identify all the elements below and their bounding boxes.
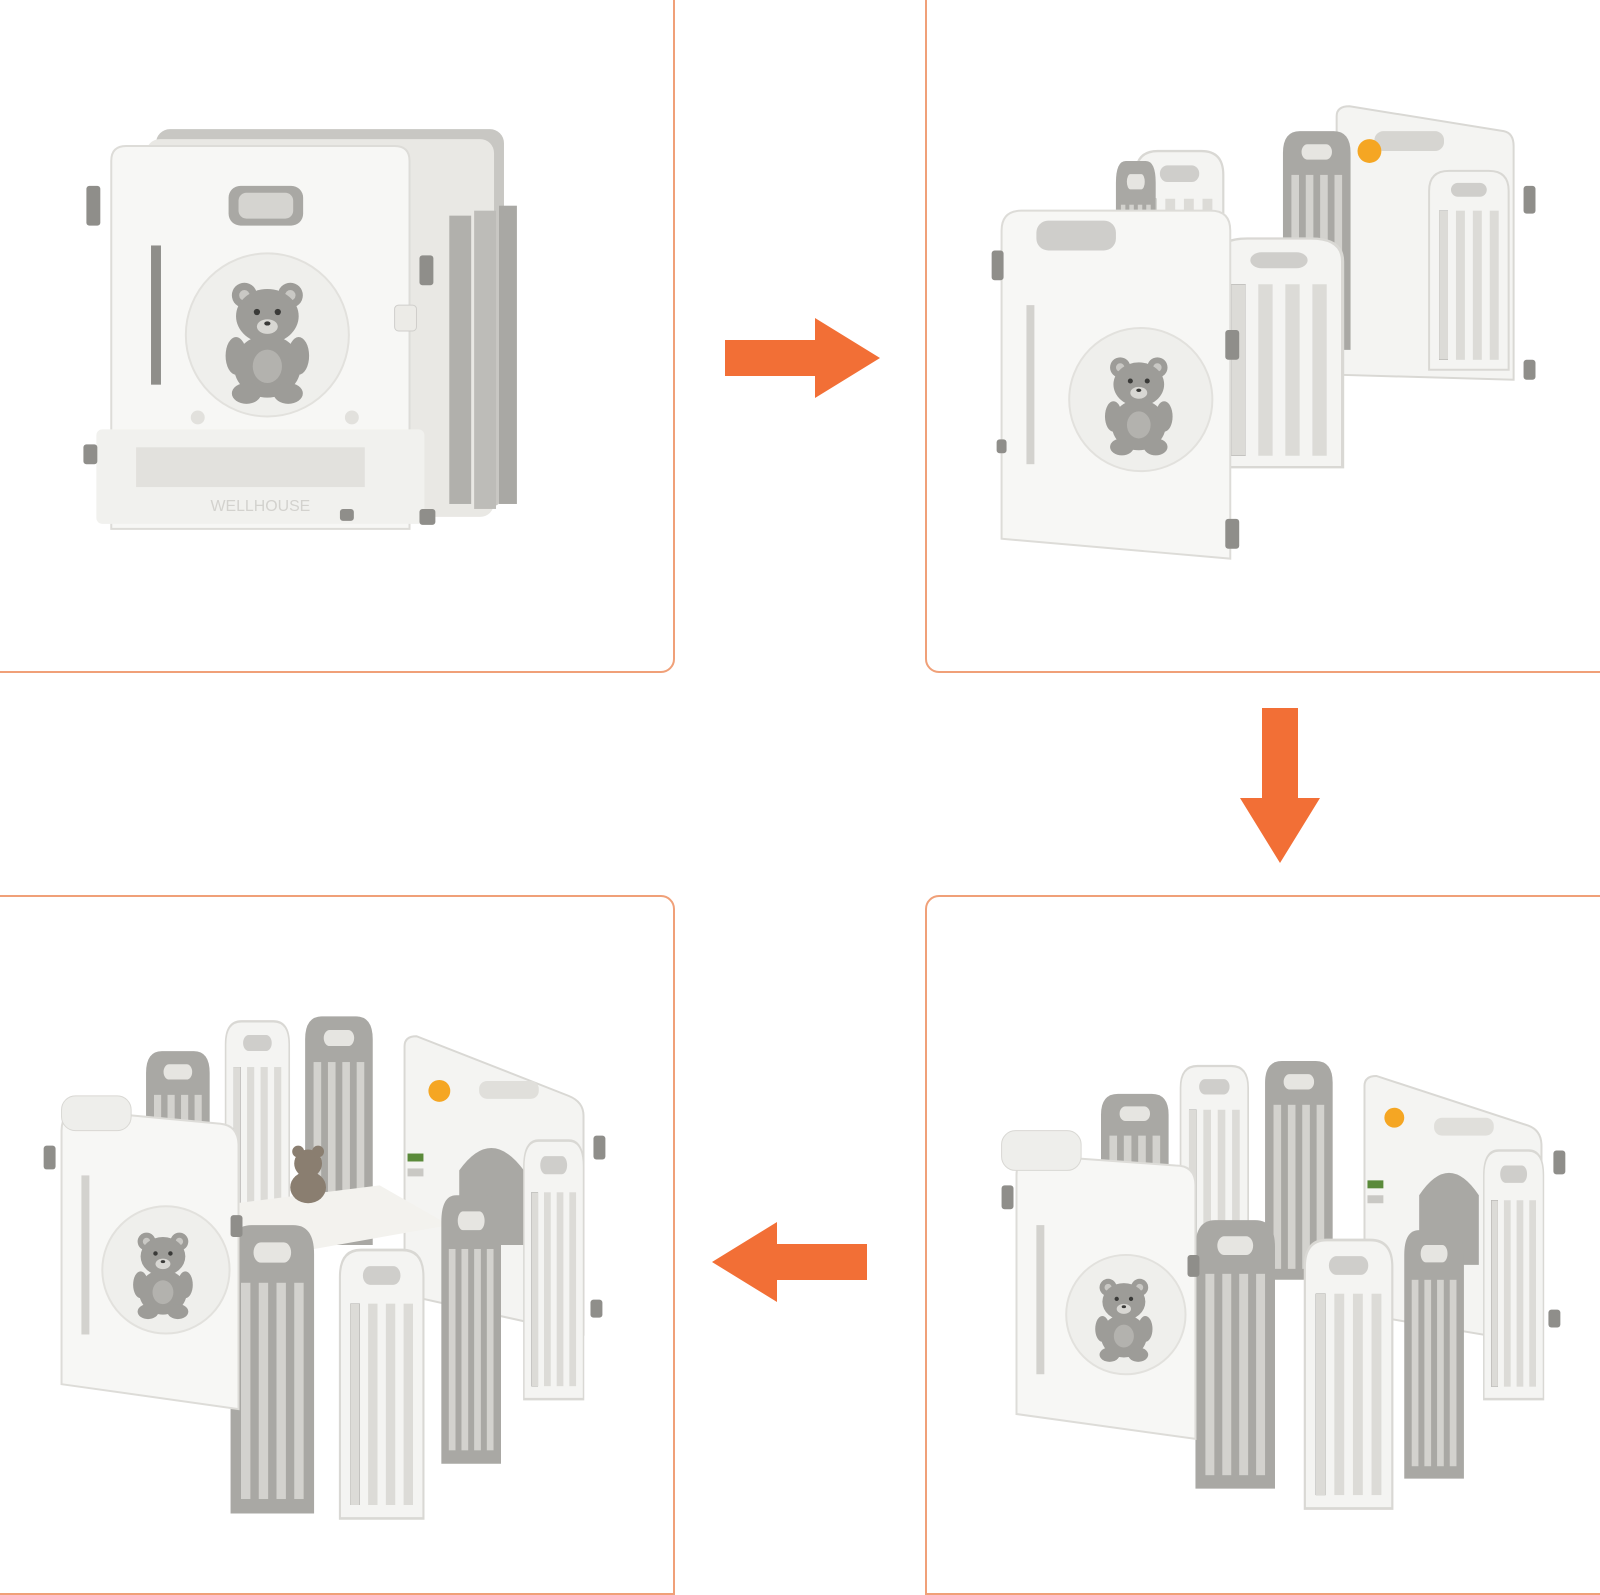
- assembled-playpen-with-mat-image: [43, 1016, 606, 1520]
- assembled-empty-playpen-image: [1001, 1061, 1566, 1510]
- folded-playpen-image: WELLHOUSE: [83, 129, 517, 530]
- arrow-left-icon: [712, 1222, 867, 1302]
- arrow-right-icon: [725, 318, 880, 398]
- step-panel-assembled-empty: [925, 895, 1600, 1595]
- brand-emboss: WELLHOUSE: [210, 498, 310, 515]
- step-panel-assembled-with-mat: [0, 895, 675, 1595]
- unfolding-playpen-image: [991, 105, 1536, 560]
- step-panel-folded: WELLHOUSE: [0, 0, 675, 673]
- step-panel-unfolding: [925, 0, 1600, 673]
- arrow-down-icon: [1240, 708, 1320, 863]
